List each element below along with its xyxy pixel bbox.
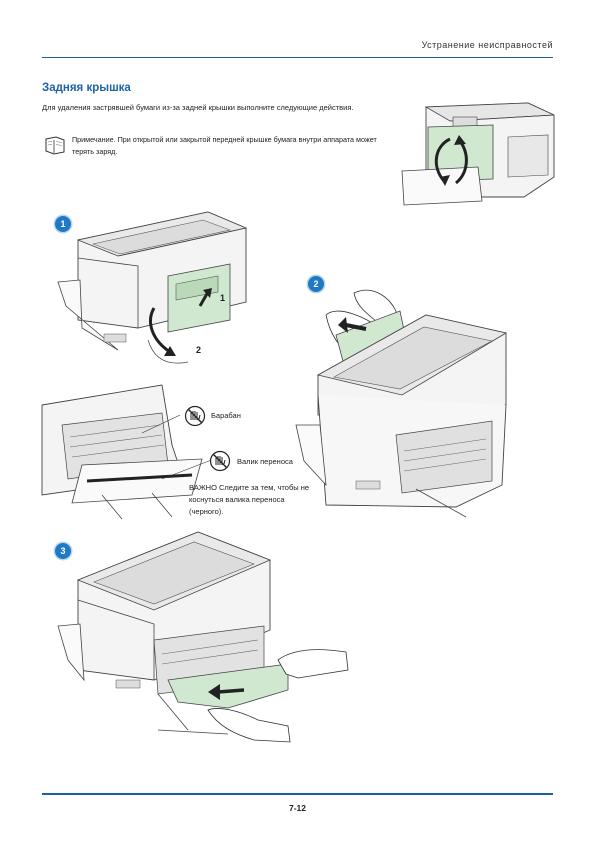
step-1-badge: 1 xyxy=(55,216,71,232)
section-title: Задняя крышка xyxy=(42,82,131,94)
footer-rule xyxy=(42,793,553,795)
step-3-printer-illustration xyxy=(57,531,349,743)
step-1-callout-1: 1 xyxy=(220,293,226,303)
step-1-callout-2: 2 xyxy=(196,345,202,355)
drum-roller-illustration xyxy=(41,384,215,520)
drum-label: Барабан xyxy=(211,411,241,420)
step-1-printer-illustration xyxy=(57,211,248,364)
important-warning: ВАЖНО Следите за тем, чтобы не коснуться… xyxy=(189,483,310,516)
step-3-badge: 3 xyxy=(55,543,71,559)
overview-printer-illustration xyxy=(401,102,555,206)
page-number: 7-12 xyxy=(288,803,306,813)
header-title: Устранение неисправностей xyxy=(421,40,553,50)
note-text: Примечание. При открытой или закрытой пе… xyxy=(72,135,377,156)
header-rule xyxy=(42,57,553,58)
intro-text: Для удаления застрявшей бумаги из-за зад… xyxy=(42,103,354,112)
transfer-roller-label: Валик переноса xyxy=(237,457,293,466)
transfer-roller-no-touch-icon xyxy=(209,450,231,472)
note-book-icon xyxy=(45,136,65,155)
step-2-badge: 2 xyxy=(308,276,324,292)
drum-no-touch-icon xyxy=(184,405,206,427)
step-2-printer-illustration xyxy=(295,289,508,518)
